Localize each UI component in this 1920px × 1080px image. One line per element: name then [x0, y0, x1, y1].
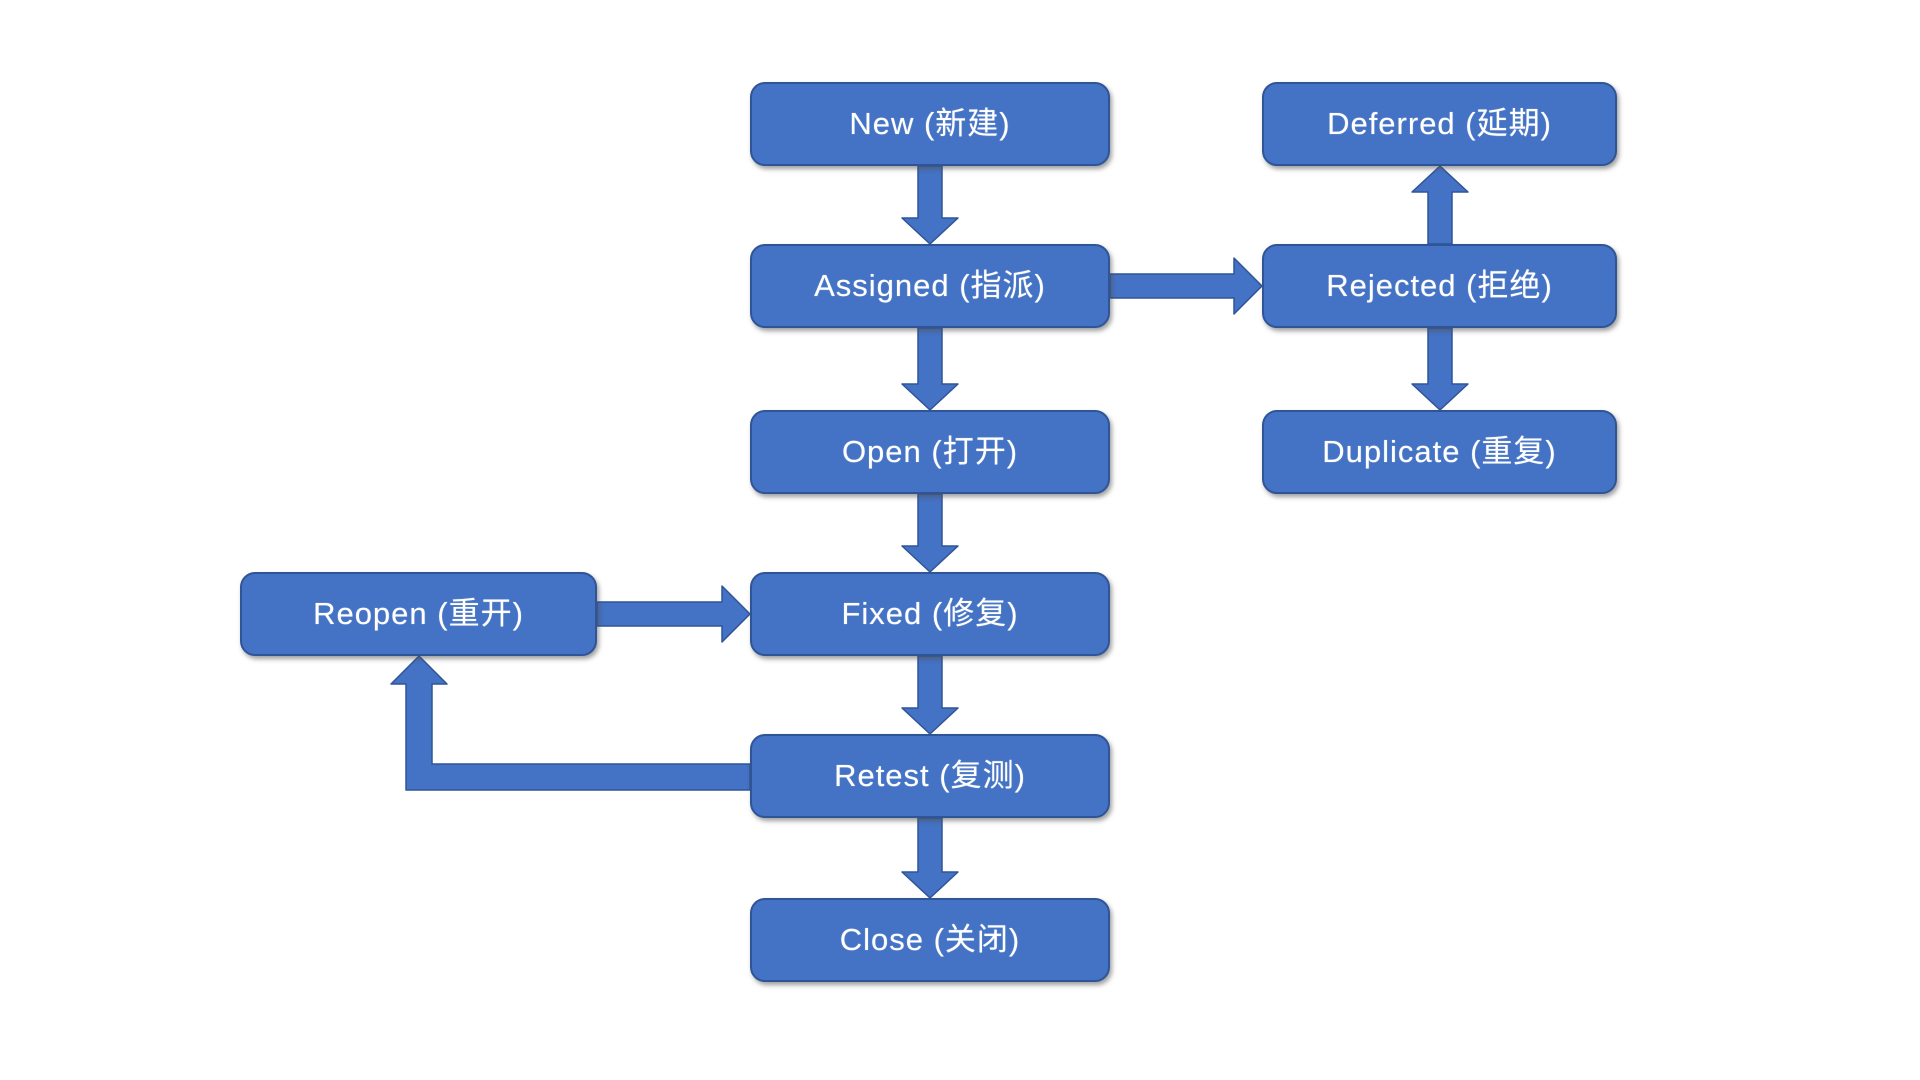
node-reopen-label: Reopen (重开): [313, 595, 524, 631]
arrow-reopen-to-fixed: [596, 585, 751, 643]
node-fixed-label: Fixed (修复): [841, 595, 1019, 631]
node-reopen: Reopen (重开): [240, 572, 597, 656]
node-fixed: Fixed (修复): [750, 572, 1110, 656]
node-open: Open (打开): [750, 410, 1110, 494]
arrow-retest-to-close: [901, 817, 959, 899]
node-retest-label: Retest (复测): [834, 757, 1026, 793]
node-deferred-label: Deferred (延期): [1327, 105, 1552, 141]
arrow-rejected-to-deferred: [1411, 165, 1469, 245]
node-assigned-label: Assigned (指派): [814, 267, 1046, 303]
node-assigned: Assigned (指派): [750, 244, 1110, 328]
node-close-label: Close (关闭): [839, 921, 1021, 957]
arrow-retest-to-reopen: [390, 655, 751, 791]
node-rejected: Rejected (拒绝): [1262, 244, 1617, 328]
arrow-new-to-assigned: [901, 165, 959, 245]
arrow-open-to-fixed: [901, 493, 959, 573]
node-retest: Retest (复测): [750, 734, 1110, 818]
arrow-fixed-to-retest: [901, 655, 959, 735]
node-open-label: Open (打开): [841, 433, 1019, 469]
node-deferred: Deferred (延期): [1262, 82, 1617, 166]
arrow-assigned-to-open: [901, 327, 959, 411]
arrow-rejected-to-duplicate: [1411, 327, 1469, 411]
node-close: Close (关闭): [750, 898, 1110, 982]
node-duplicate-label: Duplicate (重复): [1322, 433, 1557, 469]
node-new: New (新建): [750, 82, 1110, 166]
arrow-assigned-to-rejected: [1109, 257, 1263, 315]
node-rejected-label: Rejected (拒绝): [1326, 267, 1553, 303]
node-new-label: New (新建): [849, 105, 1011, 141]
node-duplicate: Duplicate (重复): [1262, 410, 1617, 494]
